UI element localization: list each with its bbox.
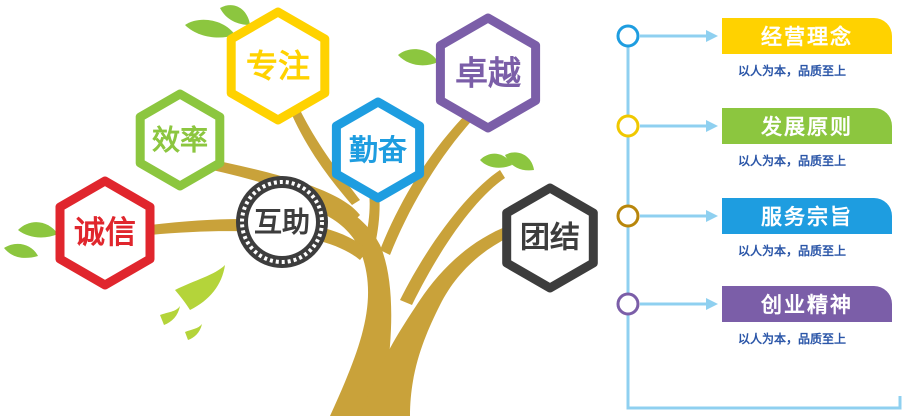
bird-decorations [160, 265, 225, 340]
hex-node-zhuoyue: 卓越 [435, 13, 541, 133]
arrow-head-icon [706, 210, 718, 222]
hex-node-chengxin: 诚信 [55, 176, 155, 290]
hex-node-border [55, 176, 155, 290]
principle-title: 经营理念 [722, 18, 892, 54]
panel-dot [616, 204, 640, 228]
principle-title: 发展原则 [722, 108, 892, 144]
panel-dot [616, 114, 640, 138]
arrow-head-icon [706, 30, 718, 42]
hex-node-label: 勤奋 [349, 133, 408, 167]
arrow-head-icon [706, 298, 718, 310]
principle-subtitle: 以人为本，品质至上 [738, 332, 847, 346]
panel-dot [616, 292, 640, 316]
principle-subtitle: 以人为本，品质至上 [738, 64, 847, 78]
principle-subtitle: 以人为本，品质至上 [738, 244, 847, 258]
hex-node-label: 诚信 [74, 215, 136, 251]
hex-node-label: 专注 [246, 47, 310, 85]
hex-node-label: 团结 [520, 221, 580, 256]
hex-node-center [248, 188, 316, 256]
principle-title: 创业精神 [722, 286, 892, 322]
leaf-decorations [4, 5, 534, 258]
hex-node-xiaolv: 效率 [135, 89, 225, 191]
arrow-head-icon [706, 120, 718, 132]
hex-node-label: 效率 [152, 124, 208, 157]
hex-node-label: 卓越 [455, 54, 522, 93]
hex-node-border [435, 13, 541, 133]
panel-markers [616, 24, 718, 316]
hex-node-border [226, 7, 330, 125]
principle-subtitle: 以人为本，品质至上 [738, 154, 847, 168]
hex-node-huzhu: 互助 [236, 176, 328, 268]
hex-node-zhuanzhu: 专注 [226, 7, 330, 125]
hex-node-label: 互助 [254, 206, 310, 239]
panel-dot [616, 24, 640, 48]
principle-title: 服务宗旨 [722, 198, 892, 234]
hex-node-border [331, 97, 425, 203]
hex-node-border [502, 183, 598, 293]
hex-node-tuanjie: 团结 [502, 183, 598, 293]
hex-node-qinfen: 勤奋 [331, 97, 425, 203]
hex-node-border [135, 89, 225, 191]
hex-node-pattern [240, 180, 324, 264]
